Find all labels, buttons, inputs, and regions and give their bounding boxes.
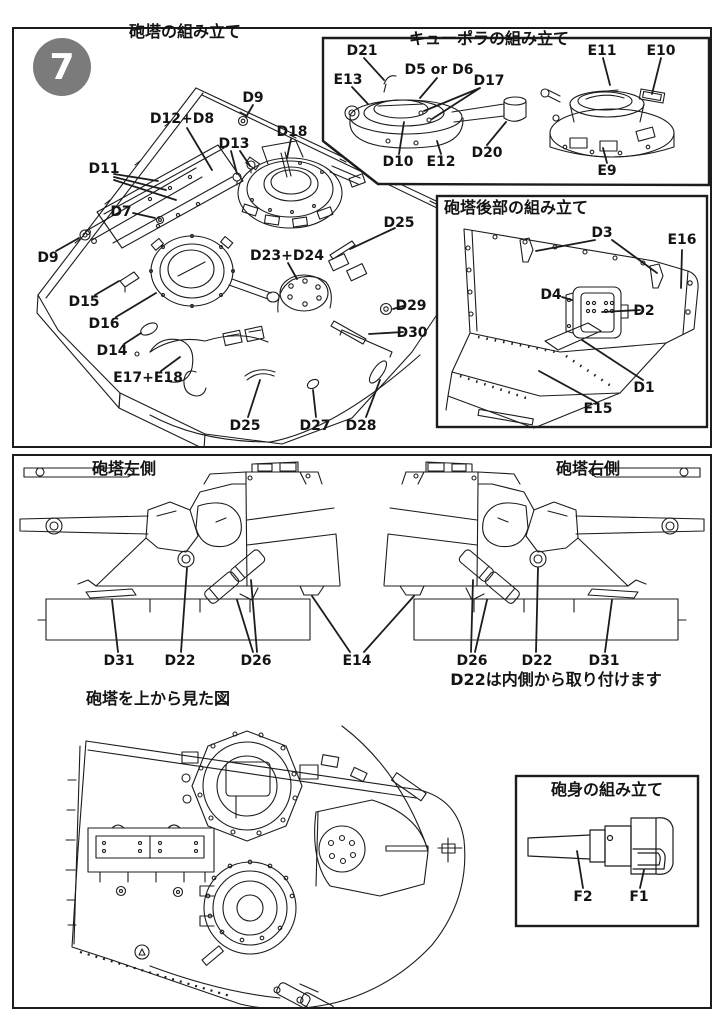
callout-e17-e18: E17+E18 <box>113 370 183 386</box>
callout-d28: D28 <box>345 418 377 434</box>
callout-d25-right: D25 <box>383 215 415 231</box>
barrel-assembly-title: 砲身の組み立て <box>550 780 664 799</box>
d22-install-note: D22は内側から取り付けます <box>450 670 662 689</box>
callout-d22-left: D22 <box>164 653 196 669</box>
callout-d23-d24: D23+D24 <box>250 248 324 264</box>
callout-d26-right: D26 <box>456 653 488 669</box>
callout-d11: D11 <box>88 161 120 177</box>
callout-d31-right: D31 <box>588 653 620 669</box>
callout-d17: D17 <box>473 73 505 89</box>
callout-e10: E10 <box>646 43 676 59</box>
top-view-title: 砲塔を上から見た図 <box>85 689 231 708</box>
callout-e15: E15 <box>583 401 613 417</box>
callout-d7: D7 <box>110 204 132 220</box>
callout-d21: D21 <box>346 43 378 59</box>
callout-d13: D13 <box>218 136 250 152</box>
callout-d22-right: D22 <box>521 653 553 669</box>
callout-d14: D14 <box>96 343 128 359</box>
callout-d30: D30 <box>396 325 428 341</box>
left-side-title: 砲塔左側 <box>91 459 157 478</box>
callout-d3: D3 <box>591 225 613 241</box>
callout-d4: D4 <box>540 287 562 303</box>
callout-e9: E9 <box>597 163 617 179</box>
right-side-title: 砲塔右側 <box>555 459 621 478</box>
callout-d31-left: D31 <box>103 653 135 669</box>
side-and-top-views-panel <box>12 454 712 1009</box>
callout-d10: D10 <box>382 154 414 170</box>
callout-d9-top: D9 <box>242 90 264 106</box>
callout-d16: D16 <box>88 316 120 332</box>
callout-d12-d8: D12+D8 <box>149 111 215 127</box>
callout-f1: F1 <box>629 889 649 905</box>
callout-e12: E12 <box>426 154 456 170</box>
callout-e16: E16 <box>667 232 697 248</box>
callout-d15: D15 <box>68 294 100 310</box>
callout-e11: E11 <box>587 43 617 59</box>
turret-assembly-panel <box>12 27 712 448</box>
side-and-top-views-drawing <box>19 461 705 1008</box>
callout-d18: D18 <box>276 124 308 140</box>
cupola-assembly-title: キューポラの組み立て <box>408 29 570 48</box>
callout-f2: F2 <box>573 889 593 905</box>
callout-d26-left: D26 <box>240 653 272 669</box>
callout-d9-left: D9 <box>37 250 59 266</box>
turret-rear-title: 砲塔後部の組み立て <box>443 198 589 217</box>
step-number: 7 <box>49 46 75 88</box>
callout-e13: E13 <box>333 72 363 88</box>
callout-d29: D29 <box>395 298 427 314</box>
callout-d25-left: D25 <box>229 418 261 434</box>
turret-assembly-title: 砲塔の組み立て <box>128 22 242 41</box>
turret-assembly-drawing <box>36 36 711 447</box>
callout-d1: D1 <box>633 380 655 396</box>
callout-d27: D27 <box>299 418 331 434</box>
callout-d5-or-d6: D5 or D6 <box>404 62 474 78</box>
callout-d20: D20 <box>471 145 503 161</box>
callout-e14: E14 <box>342 653 372 669</box>
step-number-badge: 7 <box>33 38 91 96</box>
callout-d2: D2 <box>633 303 655 319</box>
